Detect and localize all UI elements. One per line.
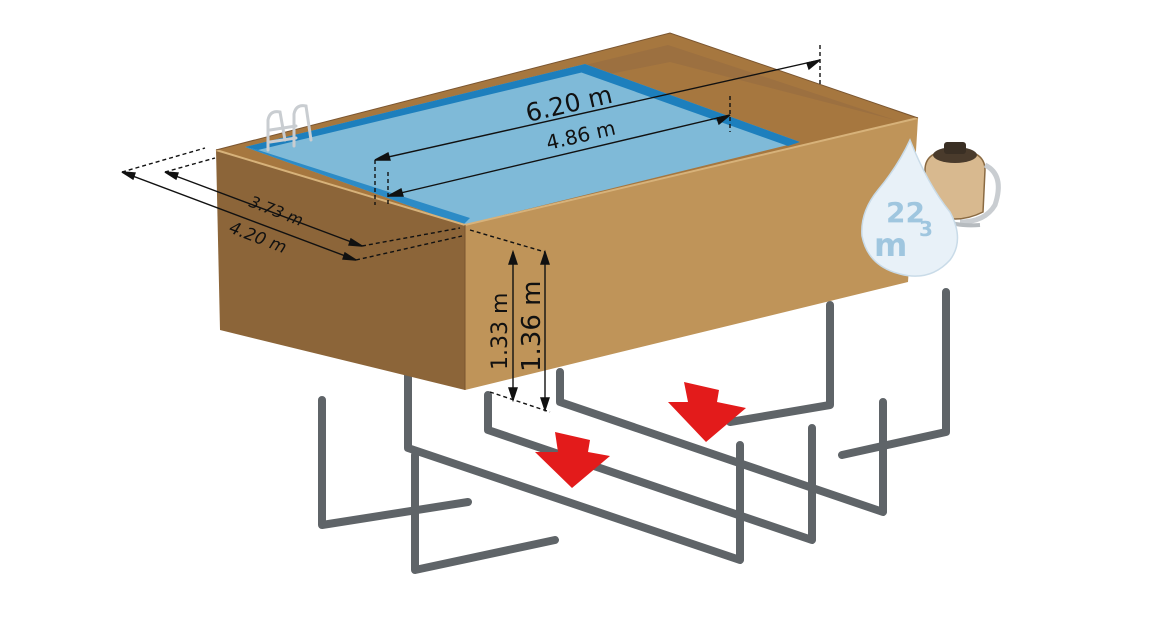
dimension-lines bbox=[121, 45, 821, 413]
dim-line-inner-width bbox=[164, 171, 363, 247]
pool-ladder-icon bbox=[266, 104, 313, 152]
down-arrow-icon bbox=[668, 382, 746, 442]
pool-body bbox=[215, 32, 919, 390]
dim-line-outer-width bbox=[121, 171, 357, 261]
down-arrow-icon bbox=[535, 432, 610, 488]
volume-unit: m bbox=[874, 226, 907, 264]
steel-frame bbox=[318, 288, 950, 574]
dim-line-inner-length bbox=[387, 114, 731, 197]
pool-front-wall bbox=[465, 118, 918, 390]
frame-bracket-3 bbox=[411, 451, 559, 574]
frame-bracket-2 bbox=[404, 361, 744, 564]
pool-inner-back-wall bbox=[245, 45, 895, 147]
pool-liner-edge bbox=[580, 64, 800, 146]
volume-number: 22 bbox=[886, 196, 925, 229]
volume-exponent: 3 bbox=[919, 217, 933, 241]
pool-left-wall bbox=[216, 150, 465, 390]
frame-bracket-6 bbox=[726, 301, 834, 426]
frame-bracket-7 bbox=[838, 288, 950, 459]
pool-water bbox=[245, 64, 800, 225]
label-inner-height: 1.33 m bbox=[488, 293, 513, 370]
pool-liner-edge bbox=[245, 147, 470, 225]
water-drop-icon bbox=[861, 138, 959, 277]
dim-line-outer-length bbox=[374, 59, 821, 161]
label-outer-height: 1.36 m bbox=[517, 281, 547, 372]
frame-bracket-5 bbox=[556, 368, 887, 516]
frame-bracket-1 bbox=[318, 396, 472, 529]
pool-liner-edge bbox=[245, 64, 592, 150]
